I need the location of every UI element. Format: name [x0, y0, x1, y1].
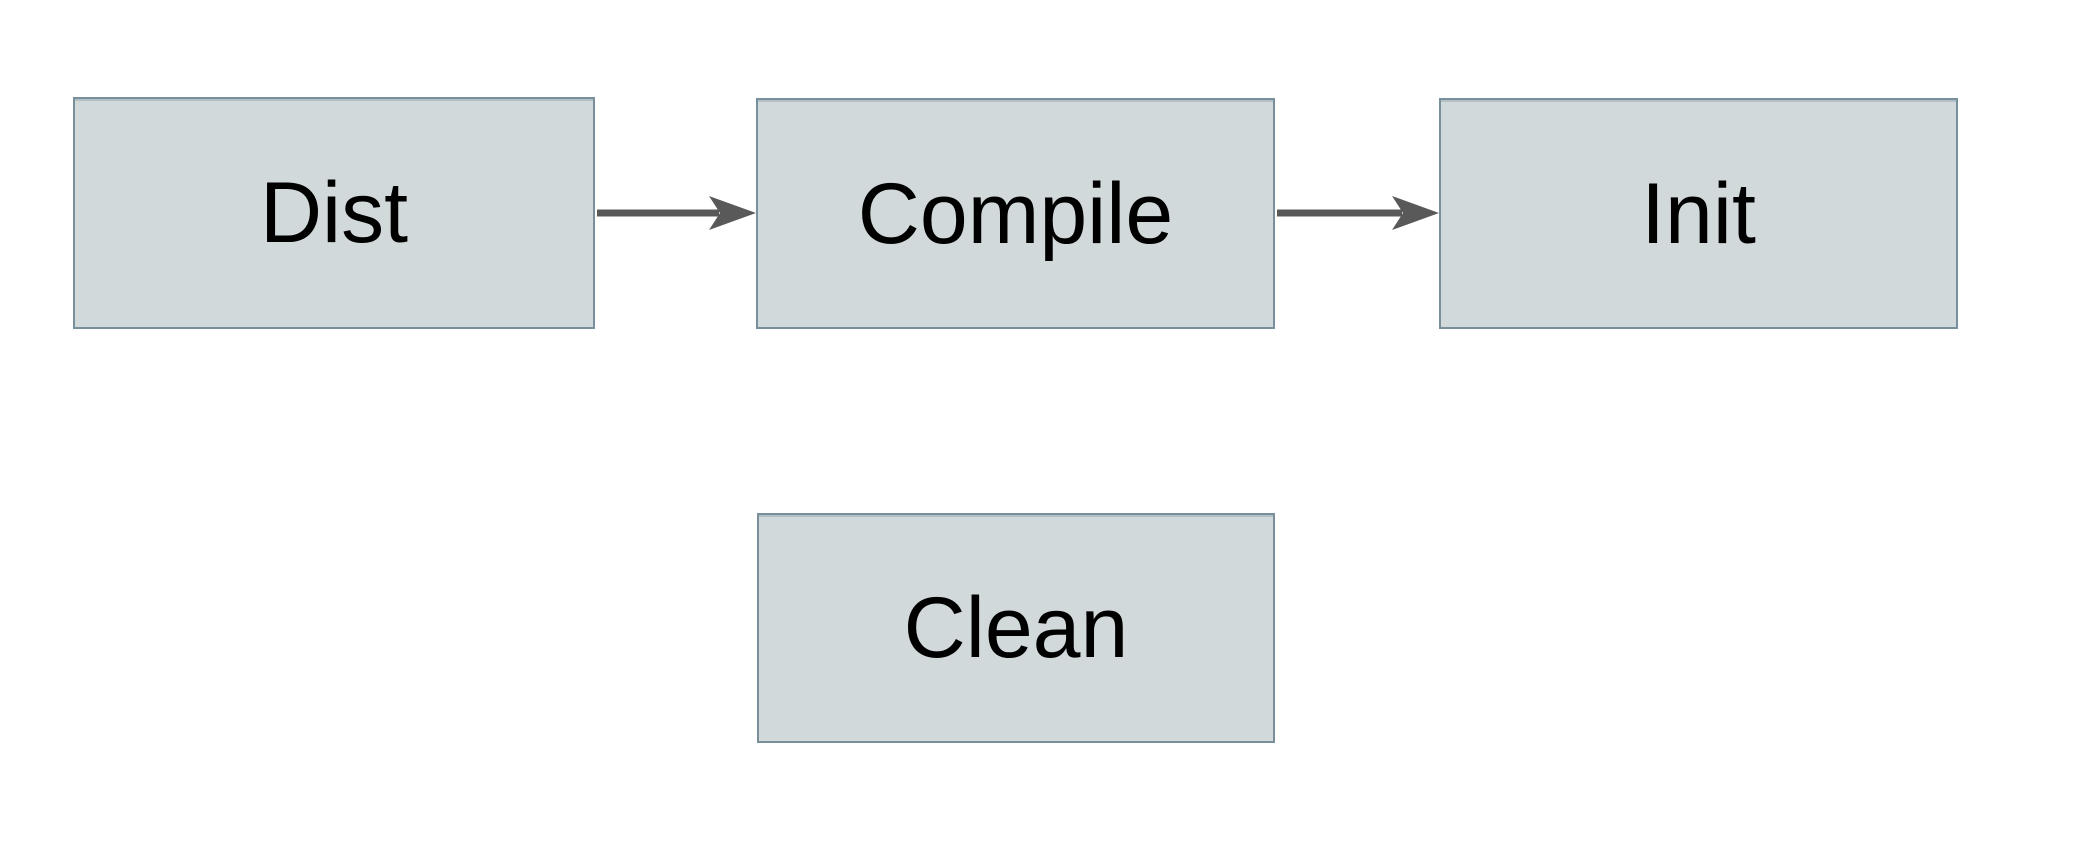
node-compile-label: Compile	[857, 165, 1174, 262]
node-dist-label: Dist	[259, 165, 409, 261]
arrow-head-icon	[1392, 196, 1439, 230]
node-init-label: Init	[1641, 165, 1756, 262]
node-dist[interactable]: Dist	[73, 97, 595, 329]
node-init[interactable]: Init	[1439, 98, 1958, 329]
node-clean[interactable]: Clean	[757, 513, 1275, 743]
arrow-compile-to-init	[1277, 196, 1439, 230]
node-clean-label: Clean	[903, 580, 1129, 676]
node-compile[interactable]: Compile	[756, 98, 1275, 329]
arrow-dist-to-compile	[597, 196, 756, 230]
arrow-head-icon	[709, 196, 756, 230]
